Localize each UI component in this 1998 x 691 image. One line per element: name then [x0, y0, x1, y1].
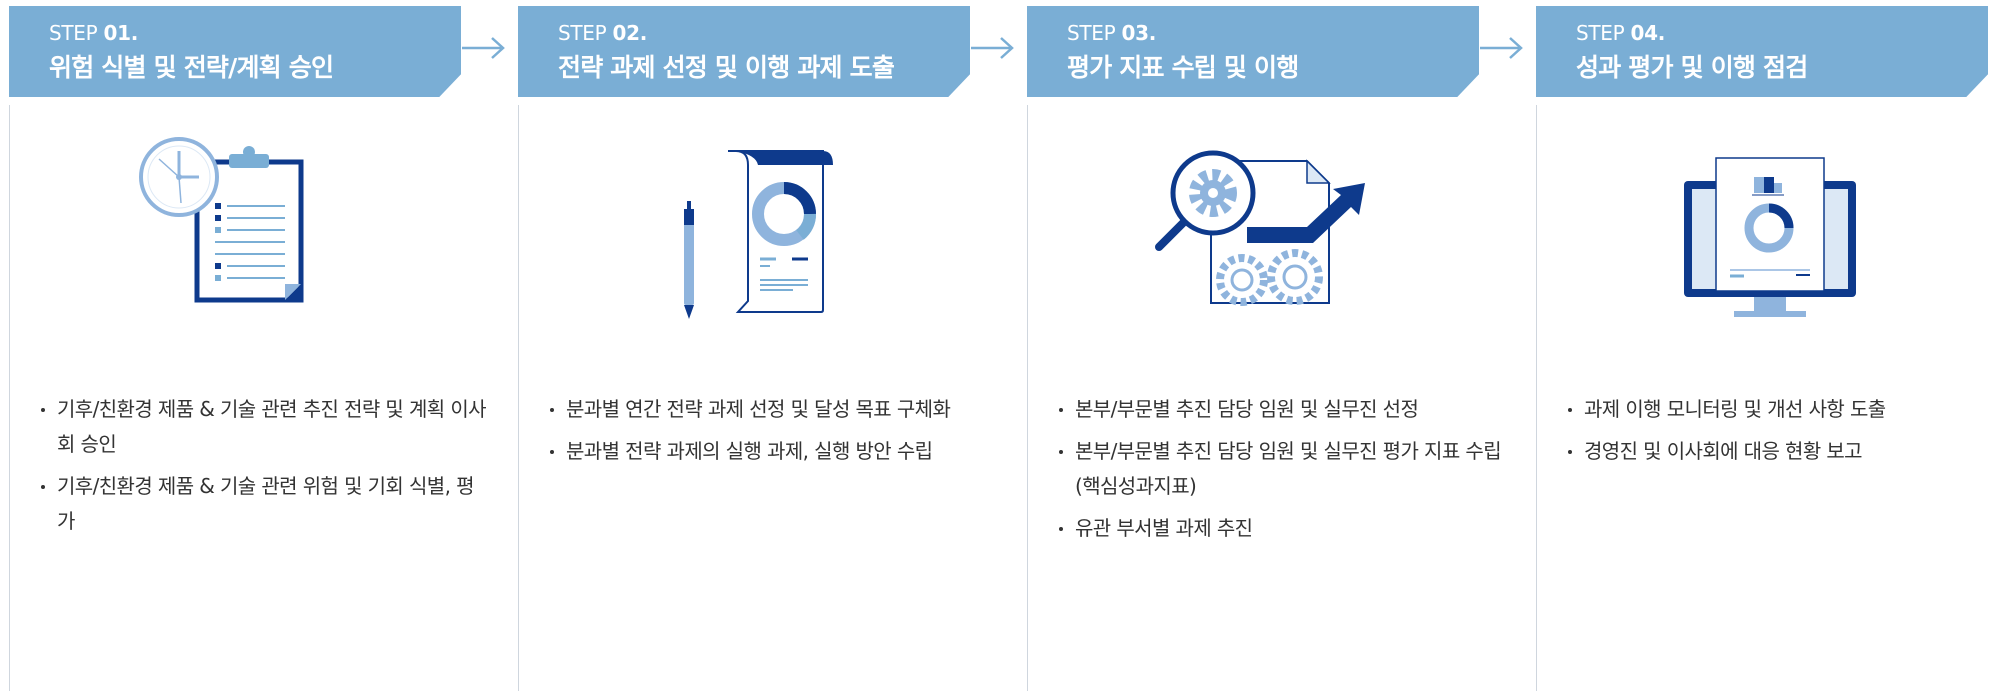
step-3: STEP 03. 평가 지표 수립 및 이행 본부/부문별 추진 담당 임원 및… — [1027, 0, 1525, 691]
step-bullet-list: 본부/부문별 추진 담당 임원 및 실무진 선정 본부/부문별 추진 담당 임원… — [1057, 392, 1507, 553]
bullet-item: 기후/친환경 제품 & 기술 관련 추진 전략 및 계획 이사회 승인 — [39, 392, 489, 462]
bullet-item: 유관 부서별 과제 추진 — [1057, 511, 1507, 546]
bullet-item: 경영진 및 이사회에 대응 현황 보고 — [1566, 434, 1998, 469]
step-bullet-list: 분과별 연간 전략 과제 선정 및 달성 목표 구체화 분과별 전략 과제의 실… — [548, 392, 998, 476]
step-header: STEP 01. 위험 식별 및 전략/계획 승인 — [9, 6, 461, 97]
step-1: STEP 01. 위험 식별 및 전략/계획 승인 — [9, 0, 507, 691]
clipboard-clock-icon — [79, 125, 409, 335]
bullet-item: 기후/친환경 제품 & 기술 관련 위험 및 기회 식별, 평가 — [39, 469, 489, 539]
magnifier-gear-growth-icon — [1097, 125, 1427, 335]
step-label: STEP 01. — [49, 21, 139, 45]
step-header: STEP 02. 전략 과제 선정 및 이행 과제 도출 — [518, 6, 970, 97]
step-header: STEP 04. 성과 평가 및 이행 점검 — [1536, 6, 1988, 97]
step-4: STEP 04. 성과 평가 및 이행 점검 과제 이행 모니터링 및 개선 사… — [1536, 0, 1998, 691]
step-divider — [1027, 105, 1028, 691]
step-divider — [518, 105, 519, 691]
arrow-right-icon — [1480, 37, 1523, 59]
step-bullet-list: 과제 이행 모니터링 및 개선 사항 도출 경영진 및 이사회에 대응 현황 보… — [1566, 392, 1998, 476]
report-document-icon — [588, 125, 918, 335]
step-label: STEP 04. — [1576, 21, 1666, 45]
step-title: 전략 과제 선정 및 이행 과제 도출 — [558, 53, 895, 82]
step-header: STEP 03. 평가 지표 수립 및 이행 — [1027, 6, 1479, 97]
step-label: STEP 02. — [558, 21, 648, 45]
arrow-right-icon — [462, 37, 505, 59]
step-title: 위험 식별 및 전략/계획 승인 — [49, 53, 334, 82]
step-title: 평가 지표 수립 및 이행 — [1067, 53, 1299, 82]
monitor-report-icon — [1606, 125, 1936, 335]
bullet-item: 본부/부문별 추진 담당 임원 및 실무진 평가 지표 수립(핵심성과지표) — [1057, 434, 1507, 504]
step-divider — [9, 105, 10, 691]
bullet-item: 분과별 전략 과제의 실행 과제, 실행 방안 수립 — [548, 434, 998, 469]
step-divider — [1536, 105, 1537, 691]
step-2: STEP 02. 전략 과제 선정 및 이행 과제 도출 분과별 연 — [518, 0, 1016, 691]
step-bullet-list: 기후/친환경 제품 & 기술 관련 추진 전략 및 계획 이사회 승인 기후/친… — [39, 392, 489, 546]
arrow-right-icon — [971, 37, 1014, 59]
step-label: STEP 03. — [1067, 21, 1157, 45]
step-title: 성과 평가 및 이행 점검 — [1576, 53, 1808, 82]
bullet-item: 분과별 연간 전략 과제 선정 및 달성 목표 구체화 — [548, 392, 998, 427]
bullet-item: 과제 이행 모니터링 및 개선 사항 도출 — [1566, 392, 1998, 427]
bullet-item: 본부/부문별 추진 담당 임원 및 실무진 선정 — [1057, 392, 1507, 427]
